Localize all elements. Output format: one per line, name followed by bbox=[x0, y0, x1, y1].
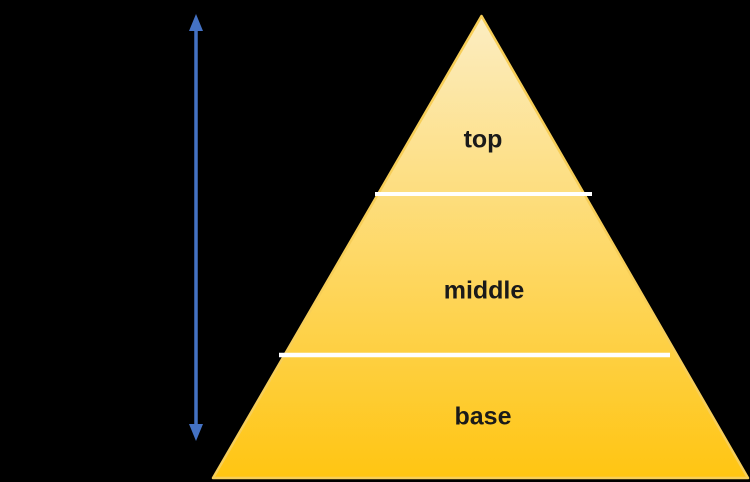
pyramid-level-label-top: top bbox=[463, 125, 503, 154]
arrow-head-up-icon bbox=[189, 14, 203, 31]
pyramid-shape bbox=[211, 14, 750, 480]
vertical-double-arrow bbox=[189, 14, 203, 441]
pyramid-level-label-middle: middle bbox=[443, 276, 525, 305]
arrow-head-down-icon bbox=[189, 424, 203, 441]
pyramid-level-label-base: base bbox=[454, 402, 512, 431]
